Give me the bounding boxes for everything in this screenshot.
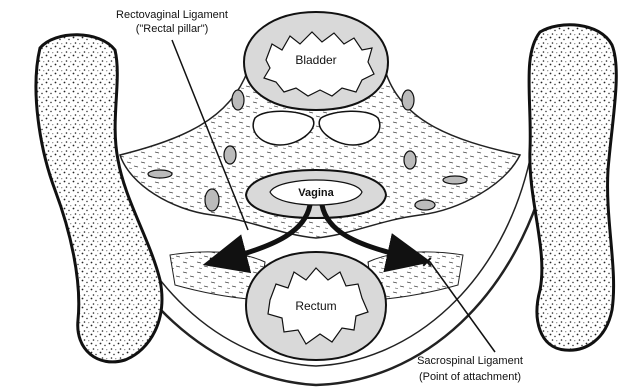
right-pelvic-bone xyxy=(529,25,616,350)
label-vagina: Vagina xyxy=(298,187,334,199)
vessel-left-2 xyxy=(224,146,236,164)
left-pelvic-bone xyxy=(36,35,162,362)
vessel-left-4 xyxy=(148,170,172,178)
attachment-mark-left: × xyxy=(209,252,220,272)
vessel-right-4 xyxy=(443,176,467,184)
label-rectum: Rectum xyxy=(295,299,336,313)
label-bladder: Bladder xyxy=(295,53,336,67)
label-point-of-attachment: (Point of attachment) xyxy=(419,371,521,383)
vessel-right-2 xyxy=(404,151,416,169)
vessel-left-3 xyxy=(205,189,219,211)
vessel-right-3 xyxy=(415,200,435,210)
leader-sacrospinal xyxy=(430,262,495,352)
label-sacrospinal-ligament: Sacrospinal Ligament xyxy=(417,355,523,367)
label-rectal-pillar: ("Rectal pillar") xyxy=(136,23,209,35)
label-rectovaginal-ligament: Rectovaginal Ligament xyxy=(116,9,228,21)
vessel-left-1 xyxy=(232,90,244,110)
vessel-right-1 xyxy=(402,90,414,110)
